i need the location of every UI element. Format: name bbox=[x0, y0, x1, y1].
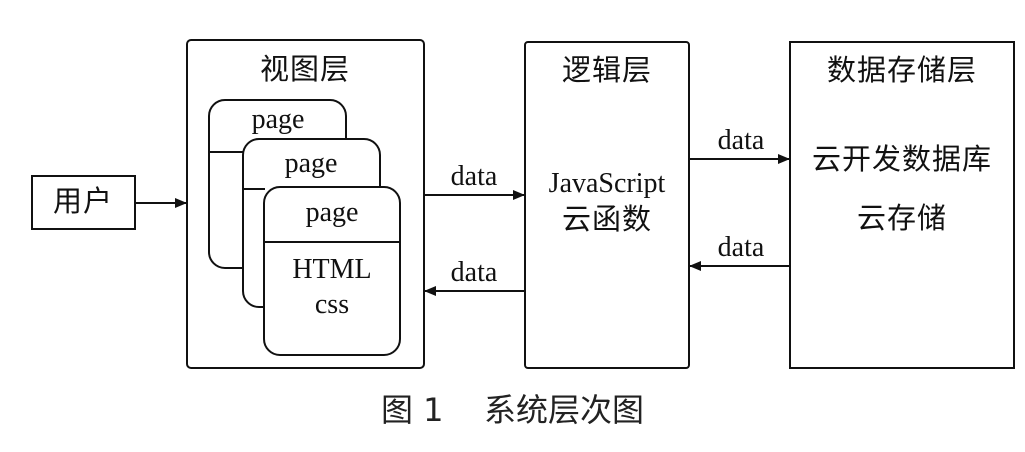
logic-line-cloud-function: 云函数 bbox=[561, 204, 653, 236]
view-layer-title: 视图层 bbox=[259, 54, 351, 86]
front-content-html: HTML bbox=[292, 254, 372, 285]
front-content-css: css bbox=[314, 289, 350, 320]
arrow-label-view-to-logic: data bbox=[450, 161, 498, 192]
figure-title: 系统层次图 bbox=[484, 391, 645, 429]
page-label-middle: page bbox=[284, 148, 338, 179]
figure-number: 图 1 bbox=[381, 391, 444, 429]
logic-layer-title: 逻辑层 bbox=[561, 55, 653, 87]
page-label-back: page bbox=[251, 104, 305, 135]
logic-line-javascript: JavaScript bbox=[548, 168, 666, 199]
arrow-label-logic-to-storage: data bbox=[717, 125, 765, 156]
user-box bbox=[31, 175, 136, 230]
arrow-label-storage-to-logic: data bbox=[717, 232, 765, 263]
storage-layer-box bbox=[789, 41, 1015, 369]
page-label-front: page bbox=[305, 197, 359, 228]
storage-layer-title: 数据存储层 bbox=[826, 55, 978, 87]
user-label: 用户 bbox=[52, 186, 114, 218]
storage-line-cloud-database: 云开发数据库 bbox=[811, 144, 993, 176]
storage-line-cloud-storage: 云存储 bbox=[856, 203, 948, 235]
arrow-label-logic-to-view: data bbox=[450, 257, 498, 288]
logic-layer-box bbox=[524, 41, 690, 369]
page-card-front bbox=[263, 186, 401, 356]
